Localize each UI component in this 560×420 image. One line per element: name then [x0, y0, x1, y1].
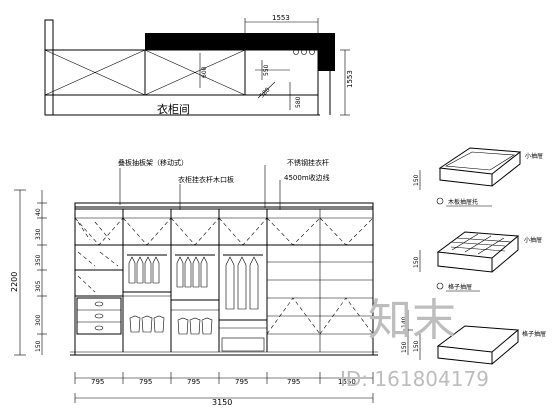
tray-inner	[444, 151, 515, 171]
wardrobe-plan-view: 1553 1553 600 550 580 580 衣柜间	[44, 14, 354, 116]
watermark-logo: 知末	[368, 295, 456, 346]
grid-cells	[450, 233, 512, 255]
detail-marker-icon	[436, 282, 444, 290]
dim-label: 330	[35, 228, 42, 240]
plan-dim-label: 580	[258, 86, 271, 99]
shirt-icon	[184, 256, 192, 288]
plinth-panel	[221, 337, 265, 352]
dim-label: 795	[91, 378, 104, 386]
plan-knob	[301, 49, 307, 55]
plan-wall-solid	[145, 33, 335, 50]
shirt-icon	[152, 256, 160, 284]
grid-top	[436, 231, 520, 259]
shirt-icon	[176, 256, 184, 288]
detail-drawer-tray: 小抽屉 150 木板抽屉托	[413, 147, 543, 207]
tray-side	[491, 152, 521, 187]
dim-label: 3150	[212, 398, 232, 407]
grid-side	[491, 236, 519, 273]
wardrobe-elevation: 叠板抽板架（移动式） 衣柜挂衣杆木口板 不锈钢挂衣杆 4500m收边线 795 …	[10, 158, 413, 407]
shirt-icon	[200, 256, 208, 288]
note-label: 衣柜挂衣杆木口板	[178, 175, 234, 184]
dim-label: 150	[413, 174, 420, 186]
tray-front	[439, 168, 493, 187]
shirt-icon	[136, 256, 144, 284]
garment-group	[128, 256, 160, 284]
watermark: 知末 ID: 161804179	[340, 295, 489, 391]
shirt-icon	[144, 256, 152, 284]
folded-items	[129, 315, 213, 335]
drawer-stack	[76, 297, 122, 335]
door-swing	[266, 217, 374, 246]
folded-cloth-icon	[129, 315, 141, 333]
plan-title: 衣柜间	[157, 102, 190, 116]
plan-left-wall	[44, 19, 54, 116]
note-label: 不锈钢挂衣杆	[287, 158, 329, 167]
coat-icon	[237, 256, 247, 310]
garment-group	[225, 256, 259, 310]
dim-label: 795	[139, 378, 152, 386]
plan-dim-label: 580	[295, 96, 302, 108]
coat-icon	[225, 256, 235, 310]
plan-wall-solid	[318, 33, 335, 71]
watermark-id: ID: 161804179	[340, 367, 489, 391]
drawer-handle-icon	[94, 325, 104, 331]
dim-label: 350	[35, 254, 42, 266]
dim-label: 1550	[338, 378, 356, 386]
note-label: 4500m收边线	[284, 173, 330, 182]
door-swing	[74, 217, 268, 246]
drawer-front	[437, 346, 493, 365]
detail-label: 格子抽屉	[522, 330, 546, 338]
folded-cloth-icon	[177, 317, 189, 335]
elevation-outline	[74, 206, 374, 356]
dim-label: 305	[35, 280, 42, 292]
plan-cross-line	[144, 49, 246, 96]
plan-dim-label: 1553	[272, 14, 290, 22]
dim-label: 795	[235, 378, 248, 386]
dim-label: 2200	[10, 272, 19, 292]
dim-label: 150	[401, 341, 408, 353]
dim-label: 140	[401, 316, 408, 328]
plan-dim-line	[257, 81, 276, 99]
dim-label: 40	[35, 208, 42, 216]
plan-cabinet-right	[244, 49, 319, 96]
plan-dim-label: 550	[263, 64, 270, 76]
drawer-handle-icon	[94, 313, 104, 319]
elevation-top-trim	[74, 202, 374, 210]
dim-label: 150	[413, 340, 420, 352]
plan-cross-line	[44, 49, 146, 96]
dim-label: 300	[35, 314, 42, 326]
door-swing	[266, 297, 374, 335]
shirt-icon	[192, 256, 200, 288]
tray-top	[438, 147, 522, 175]
folded-cloth-icon	[153, 315, 165, 333]
dim-label: 795	[287, 378, 300, 386]
folded-cloth-icon	[141, 315, 153, 333]
plan-dim-label: 1553	[346, 70, 354, 88]
plan-knob	[293, 49, 299, 55]
coat-icon	[249, 256, 259, 310]
drawer-handle-icon	[94, 301, 104, 307]
plan-knob	[309, 49, 315, 55]
detail-label: 小抽屉	[524, 236, 542, 244]
dim-label: 150	[413, 256, 420, 268]
detail-note: 格子抽屉	[448, 283, 472, 291]
note-label: 叠板抽板架（移动式）	[118, 158, 188, 167]
dim-label: 150	[35, 340, 42, 352]
plan-dim-label: 600	[201, 66, 208, 78]
detail-label: 小抽屉	[525, 152, 543, 160]
drawer-side	[491, 330, 519, 365]
detail-grid-drawer: 小抽屉 150 格子抽屉	[413, 231, 542, 292]
detail-bottom-drawer: 格子抽屉 150	[413, 325, 546, 365]
detail-marker-icon	[436, 197, 444, 205]
shirt-icon	[128, 256, 136, 284]
dim-label: 795	[187, 378, 200, 386]
detail-note: 木板抽屉托	[448, 198, 478, 206]
grid-front	[437, 252, 493, 273]
folded-cloth-icon	[201, 317, 213, 335]
garment-group	[176, 256, 208, 288]
folded-cloth-icon	[189, 317, 201, 335]
hatch	[77, 221, 119, 293]
